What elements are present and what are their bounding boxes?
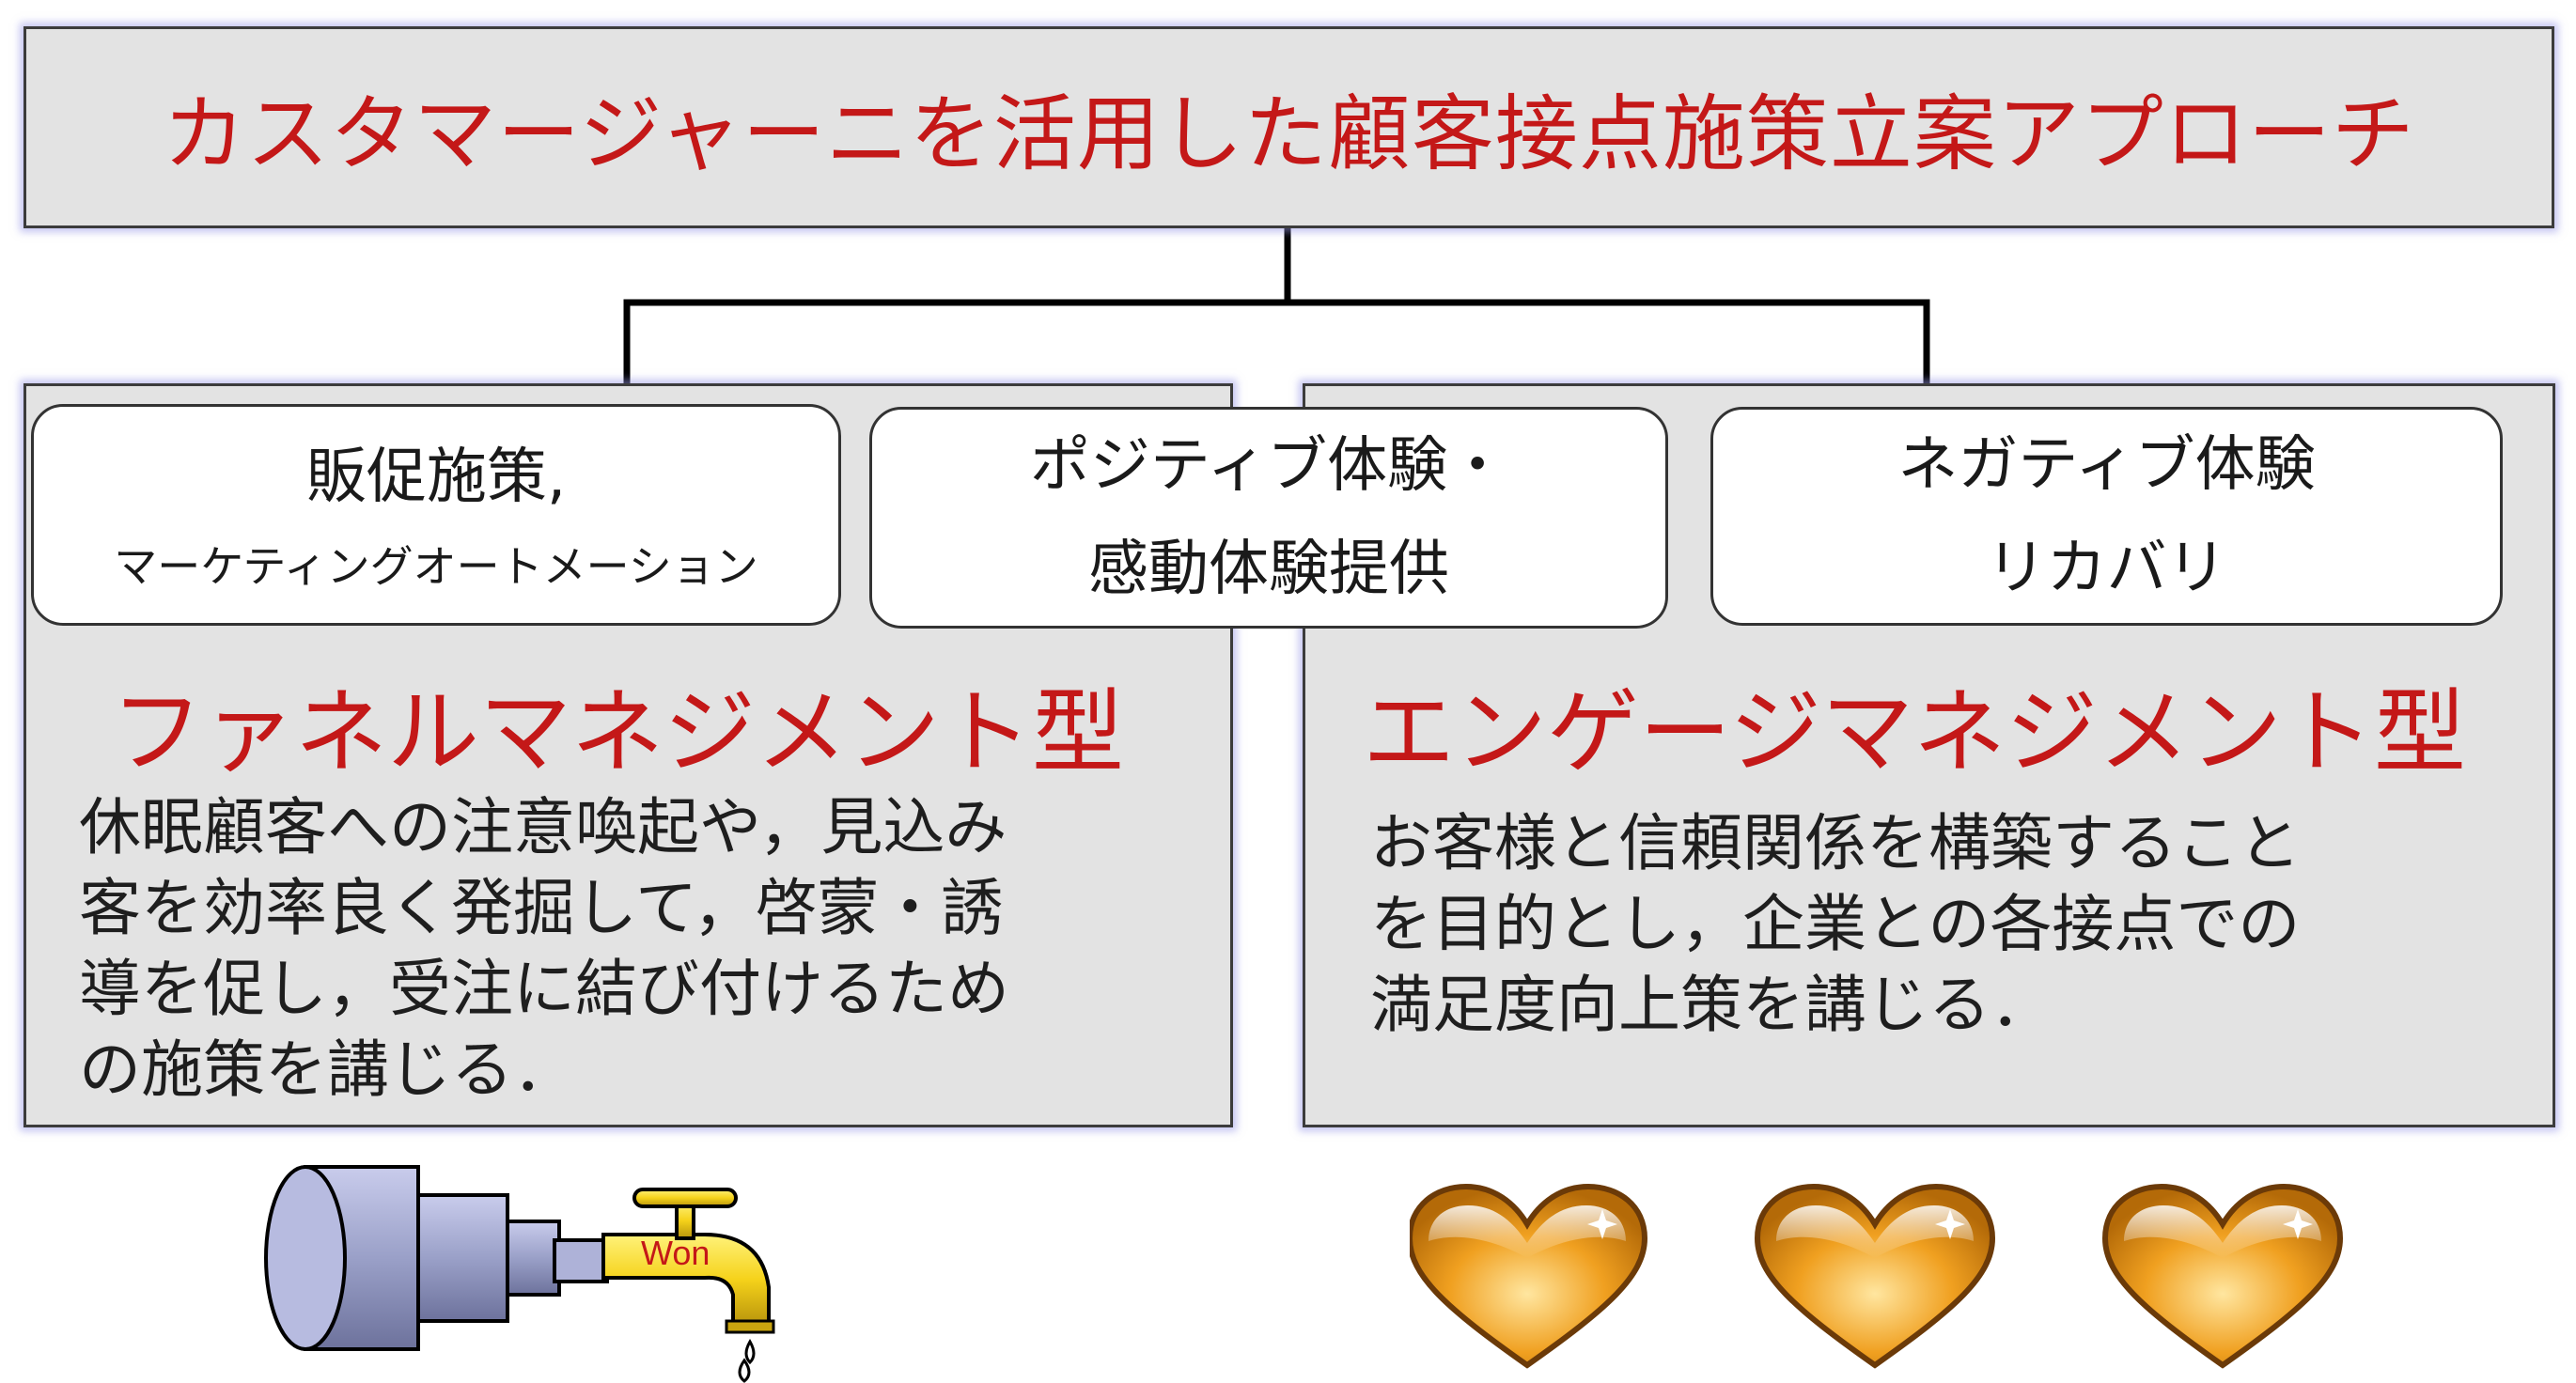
funnel-desc-line: 休眠顧客への注意喚起や，見込み (79, 791, 1007, 863)
positive-experience-box: ポジティブ体験・ 感動体験提供 (869, 407, 1668, 629)
title-box: カスタマージャーニを活用した顧客接点施策立案アプローチ (23, 26, 2554, 228)
funnel-desc-line: の施策を講じる． (79, 1033, 575, 1106)
funnel-desc-line: 客を効率良く発掘して，啓蒙・誘 (79, 872, 1004, 944)
engagement-desc-line: 満足度向上策を講じる． (1370, 969, 2053, 1041)
sales-promo-line1: 販促施策, (305, 443, 567, 512)
sales-promo-box: 販促施策, マーケティングオートメーション (31, 404, 841, 626)
heart-icon (1757, 1187, 1992, 1365)
positive-line2: 感動体験提供 (1088, 535, 1449, 604)
funnel-pipe-icon (264, 1165, 561, 1351)
funnel-heading: ファネルマネジメント型 (111, 679, 1125, 786)
funnel-description: 休眠顧客への注意喚起や，見込み 客を効率良く発掘して，啓蒙・誘 導を促し，受注に… (79, 787, 1009, 1111)
engagement-desc-line: を目的とし，企業との各接点での (1370, 888, 2301, 960)
negative-experience-box: ネガティブ体験 リカバリ (1710, 407, 2503, 626)
water-drop-icon (738, 1338, 756, 1383)
funnel-desc-line: 導を促し，受注に結び付けるため (79, 953, 1009, 1025)
heart-icon (2105, 1187, 2340, 1365)
sales-promo-line2: マーケティングオートメーション (114, 541, 758, 592)
hearts-illustration (1410, 1179, 2387, 1376)
engagement-desc-line: お客様と信頼関係を構築すること (1370, 807, 2301, 879)
engagement-description: お客様と信頼関係を構築すること を目的とし，企業との各接点での 満足度向上策を講… (1370, 803, 2301, 1046)
negative-line1: ネガティブ体験 (1897, 429, 2316, 500)
positive-line1: ポジティブ体験・ (1029, 431, 1508, 501)
faucet-icon: Won (553, 1188, 775, 1334)
page-title: カスタマージャーニを活用した顧客接点施策立案アプローチ (163, 85, 2415, 182)
faucet-label: Won (641, 1234, 710, 1272)
connector-branch (623, 299, 1930, 383)
heart-icon (1410, 1187, 1645, 1365)
engagement-heading: エンゲージマネジメント型 (1363, 679, 2467, 786)
negative-line2: リカバリ (1986, 533, 2227, 603)
funnel-faucet-illustration: Won (264, 1165, 775, 1383)
